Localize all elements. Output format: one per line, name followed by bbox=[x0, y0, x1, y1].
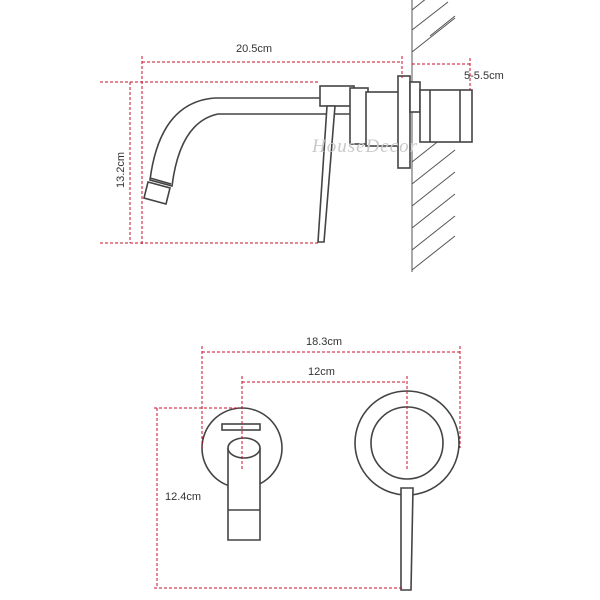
wall-depth-label: 5-5.5cm bbox=[464, 70, 504, 82]
valve-body bbox=[349, 75, 473, 169]
spout bbox=[143, 97, 356, 205]
dimension-overall-width bbox=[201, 346, 461, 448]
width-label: 20.5cm bbox=[236, 43, 272, 55]
dimension-width bbox=[141, 56, 403, 246]
side-view: HouseDecor 20.5cm 13.2cm 5-5.5cm bbox=[100, 0, 504, 272]
overall-width-label: 18.3cm bbox=[306, 336, 342, 348]
spacing-label: 12cm bbox=[308, 366, 335, 378]
dimension-front-height bbox=[154, 407, 402, 589]
dimension-spacing bbox=[241, 376, 408, 470]
watermark-text: HouseDecor bbox=[311, 136, 418, 157]
dimension-wall-depth bbox=[412, 58, 471, 90]
height-label: 13.2cm bbox=[115, 152, 127, 188]
handle-lever bbox=[317, 85, 355, 243]
front-height-label: 12.4cm bbox=[165, 491, 201, 503]
dimension-height bbox=[100, 81, 320, 244]
handle-escutcheon bbox=[354, 390, 460, 591]
front-view: 18.3cm 12cm 12.4cm bbox=[154, 336, 461, 591]
